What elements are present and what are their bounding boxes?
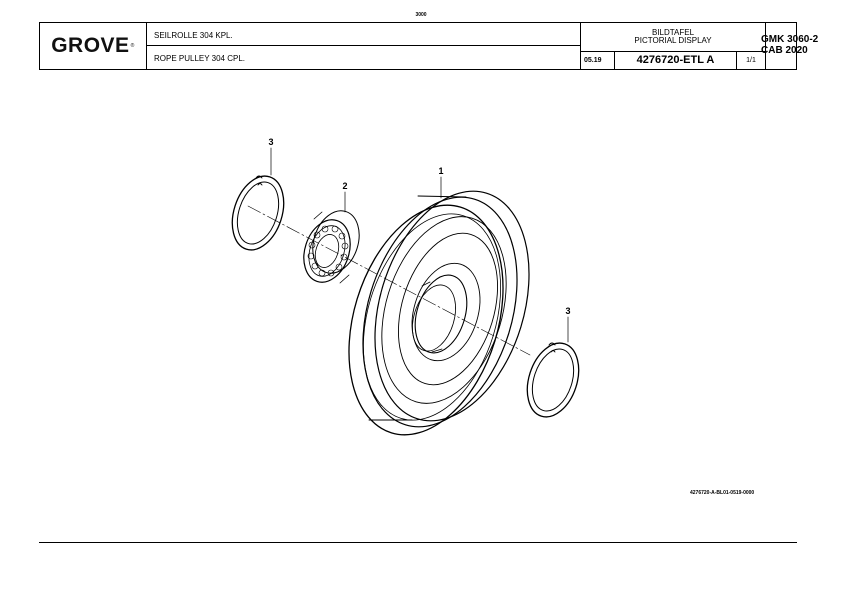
- page-number: 3000: [415, 12, 427, 18]
- circlip-right: [526, 342, 580, 418]
- display-type-english: PICTORIAL DISPLAY: [634, 36, 712, 45]
- callout-pulley: 1: [438, 166, 443, 176]
- display-type-german: BILDTAFEL: [651, 28, 695, 37]
- callout-bearing: 2: [342, 181, 347, 191]
- display-type: BILDTAFEL PICTORIAL DISPLAY: [581, 23, 766, 52]
- center-axis: [247, 205, 531, 356]
- callout-circlip-left: 3: [268, 137, 273, 147]
- description-german: SEILROLLE 304 KPL.: [147, 23, 581, 46]
- model-info: GMK 3060-2 CAB 2020: [761, 34, 819, 56]
- description-english: ROPE PULLEY 304 CPL.: [147, 46, 581, 69]
- date: 05.19: [581, 52, 615, 69]
- title-block: GROVE® SEILROLLE 304 KPL. ROPE PULLEY 30…: [39, 22, 818, 70]
- callout-circlip-right: 3: [565, 306, 570, 316]
- ball-bearing: [303, 210, 360, 284]
- drawing-reference: 4276720-A-BL01-0519-0000: [690, 490, 755, 496]
- bottom-rule: [39, 542, 797, 543]
- model-line-2: CAB 2020: [761, 45, 808, 56]
- sheet-number: 1/1: [737, 52, 766, 69]
- part-number: 4276720-ETL A: [615, 52, 737, 69]
- model-line-1: GMK 3060-2: [761, 34, 819, 45]
- rope-pulley: [348, 190, 530, 436]
- circlip-left: [231, 175, 285, 251]
- grove-logo: GROVE®: [40, 23, 147, 69]
- registered-mark: ®: [130, 43, 135, 49]
- model-designation: GMK 3060-2 CAB 2020: [761, 23, 818, 69]
- logo-text: GROVE: [51, 34, 130, 57]
